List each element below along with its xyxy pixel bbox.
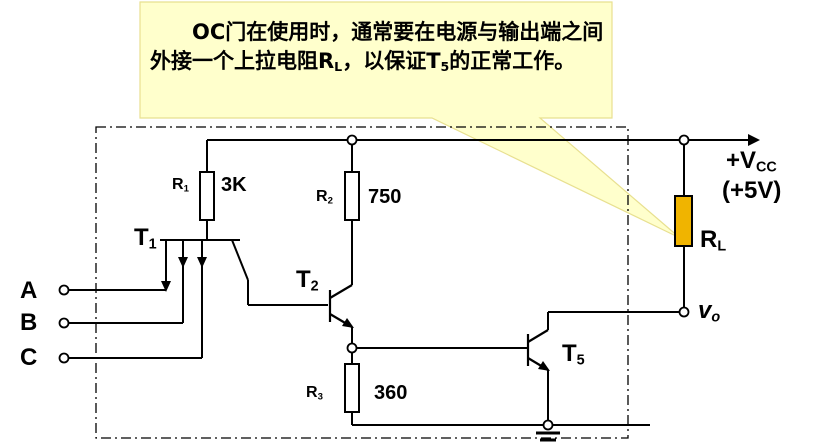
r1-label: R1 xyxy=(172,176,189,195)
r2-label: R2 xyxy=(316,188,333,207)
t1-emitter-arrows xyxy=(161,257,207,292)
wires xyxy=(68,139,756,428)
ground-symbol xyxy=(536,431,560,442)
r2-value: 750 xyxy=(368,186,402,208)
t5-emitter-arrow xyxy=(538,361,550,371)
terminals xyxy=(58,134,690,431)
node-t2-emitter xyxy=(346,342,358,354)
ic-boundary xyxy=(95,126,629,439)
input-b-terminal xyxy=(58,317,70,329)
resistor-r1 xyxy=(199,171,215,221)
t2-label: T2 xyxy=(296,266,319,295)
rl-label: RL xyxy=(700,226,727,255)
output-terminal xyxy=(678,306,690,318)
input-a-terminal xyxy=(58,284,70,296)
input-c-label: C xyxy=(20,344,38,371)
r3-label: R3 xyxy=(306,384,323,403)
callout-t5-sub: 5 xyxy=(440,59,450,75)
r1-value: 3K xyxy=(221,174,247,196)
callout-rl-sub: L xyxy=(334,59,343,75)
callout-text-mid: ，以保证T xyxy=(342,49,441,73)
resistor-rl xyxy=(674,195,693,247)
resistor-r2 xyxy=(344,171,360,221)
ground-node xyxy=(542,419,554,431)
callout-text: OC门在使用时，通常要在电源与输出端之间外接一个上拉电阻RL，以保证T5的正常工… xyxy=(150,18,620,81)
node-r2-top xyxy=(346,134,358,146)
vo-label: vo xyxy=(698,297,721,326)
input-b-label: B xyxy=(20,309,38,336)
callout-bubble xyxy=(139,1,681,239)
t1-label: T1 xyxy=(134,224,157,253)
input-a-label: A xyxy=(20,277,38,304)
r3-value: 360 xyxy=(374,382,408,404)
t2-emitter-arrow xyxy=(342,318,354,328)
input-c-terminal xyxy=(58,352,70,364)
node-rl-top xyxy=(678,134,690,146)
callout-text-after: 的正常工作。 xyxy=(449,49,576,73)
t5-label: T5 xyxy=(562,340,585,369)
vcc-arrow xyxy=(748,134,760,146)
vcc-label: +VCC xyxy=(726,147,777,176)
callout-text-before: OC门在使用时，通常要在电源与输出端之间外接一个上拉电阻R xyxy=(150,20,604,73)
resistor-r3 xyxy=(344,363,360,413)
vcc-value: (+5V) xyxy=(722,177,782,204)
